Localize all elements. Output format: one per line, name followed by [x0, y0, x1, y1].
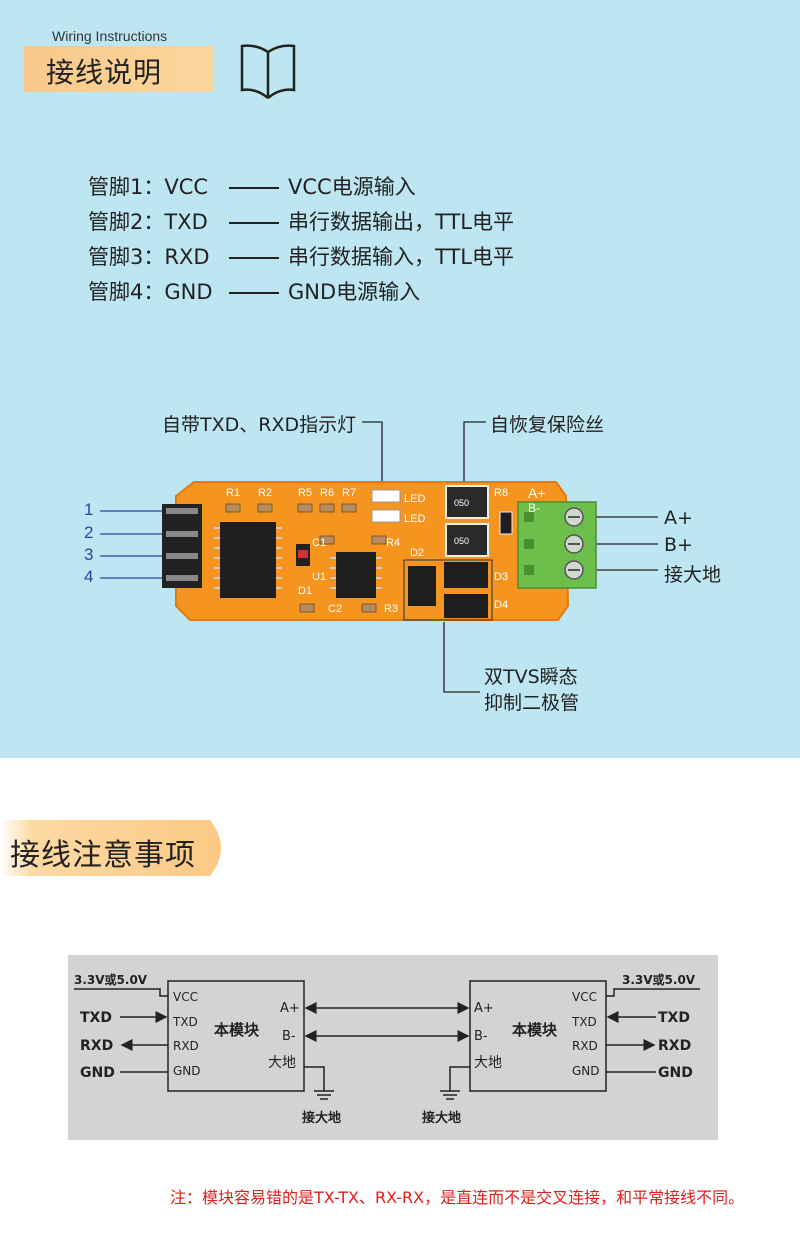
- right-box-a: A+: [474, 1001, 494, 1016]
- silk-d3: D3: [494, 571, 508, 583]
- pin-number-2: 2: [84, 523, 94, 542]
- pin-desc: 串行数据输出，TTL电平: [288, 210, 514, 234]
- left-box-gnd: GND: [173, 1064, 201, 1078]
- pin-desc: VCC电源输入: [288, 175, 416, 199]
- right-box-b: B-: [474, 1029, 488, 1044]
- board-drawing: R1 R2 R5 R6 R7 R8 C1 R4 U1 D1 C2 R3 D2 D…: [100, 421, 658, 693]
- callout-tvs-line1: 双TVS瞬态: [484, 666, 578, 688]
- silk-d1: D1: [298, 585, 312, 597]
- pin-number-1: 1: [84, 500, 94, 519]
- precautions-title-banner: 接线注意事项: [0, 820, 232, 876]
- terminal-b-label: B+: [664, 534, 693, 556]
- pin-dash: [229, 222, 279, 224]
- left-box-rxd: RXD: [173, 1039, 199, 1053]
- pin-number-4: 4: [84, 567, 94, 586]
- silk-r7: R7: [342, 487, 356, 499]
- pin-desc: 串行数据输入，TTL电平: [288, 245, 514, 269]
- supply-left: 3.3V或5.0V: [74, 972, 148, 987]
- silk-d4: D4: [494, 599, 508, 611]
- pin-label: 管脚4：GND: [88, 280, 213, 304]
- silk-r1: R1: [226, 487, 240, 499]
- left-rxd: RXD: [80, 1038, 113, 1054]
- silk-r6: R6: [320, 487, 334, 499]
- silk-led2: LED: [404, 513, 425, 525]
- callout-tvs-line2: 抑制二极管: [484, 692, 580, 714]
- silk-a-plus: A+: [528, 485, 546, 501]
- left-box-b: B-: [282, 1029, 296, 1044]
- left-box-earth: 大地: [268, 1055, 296, 1071]
- wiring-instructions-section: Wiring Instructions 接线说明 管脚1：VCC VCC电源输入…: [0, 0, 800, 758]
- silk-b: B-: [528, 501, 540, 515]
- silk-d2: D2: [410, 547, 424, 559]
- right-rxd: RXD: [658, 1038, 691, 1054]
- wiring-diagram: 3.3V或5.0V TXD RXD GND 3.3V或5.0V TXD RXD …: [68, 955, 718, 1140]
- warning-note: 注：模块容易错的是TX-TX、RX-RX，是直连而不是交叉连接，和平常接线不同。: [170, 1188, 745, 1207]
- silk-r4: R4: [386, 537, 400, 549]
- terminal-gnd-label: 接大地: [664, 564, 722, 586]
- pin-dash: [229, 187, 279, 189]
- pin-desc: GND电源输入: [288, 280, 421, 304]
- right-box-gnd: GND: [572, 1064, 600, 1078]
- left-module-label: 本模块: [214, 1021, 260, 1039]
- pin-label: 管脚3：RXD: [88, 245, 210, 269]
- banner-shape: [0, 820, 221, 876]
- pin-dash: [229, 292, 279, 294]
- callout-led-indicators: 自带TXD、RXD指示灯: [162, 414, 357, 436]
- silk-u1: U1: [312, 571, 326, 583]
- left-box-vcc: VCC: [173, 990, 198, 1004]
- section-title-banner: 接线说明: [24, 46, 214, 92]
- left-box-a: A+: [280, 1001, 300, 1016]
- right-module-label: 本模块: [512, 1021, 558, 1039]
- section-subtitle-en: Wiring Instructions: [52, 28, 168, 44]
- fuse-marking-2: 050: [454, 536, 469, 546]
- right-gnd: GND: [658, 1065, 693, 1081]
- pin-label: 管脚2：TXD: [88, 210, 208, 234]
- silk-led1: LED: [404, 493, 425, 505]
- supply-right: 3.3V或5.0V: [622, 972, 696, 987]
- silk-c1: C1: [312, 537, 326, 549]
- left-gnd: GND: [80, 1065, 115, 1081]
- right-box-vcc: VCC: [572, 990, 597, 1004]
- silk-r8: R8: [494, 487, 508, 499]
- right-box-rxd: RXD: [572, 1039, 598, 1053]
- board-illustration: 自带TXD、RXD指示灯 自恢复保险丝 双TVS瞬态 抑制二极管 1 2 3 4…: [0, 400, 800, 740]
- left-earth-label: 接大地: [302, 1110, 341, 1126]
- section-title: 接线说明: [46, 56, 163, 89]
- silk-r2: R2: [258, 487, 272, 499]
- pin-label: 管脚1：VCC: [88, 175, 209, 199]
- left-box-txd: TXD: [172, 1015, 198, 1029]
- right-box-txd: TXD: [571, 1015, 597, 1029]
- fuse-marking-1: 050: [454, 498, 469, 508]
- silk-r5: R5: [298, 487, 312, 499]
- precautions-title: 接线注意事项: [10, 838, 196, 873]
- left-txd: TXD: [80, 1010, 112, 1026]
- right-box-earth: 大地: [474, 1055, 502, 1071]
- book-icon: [240, 44, 296, 99]
- left-module-box: [167, 980, 305, 1092]
- wiring-diagram-svg: 3.3V或5.0V TXD RXD GND 3.3V或5.0V TXD RXD …: [74, 972, 700, 1126]
- silk-r3: R3: [384, 603, 398, 615]
- pin-number-3: 3: [84, 545, 94, 564]
- right-txd: TXD: [658, 1010, 690, 1026]
- right-earth-label: 接大地: [422, 1110, 461, 1126]
- pin-dash: [229, 257, 279, 259]
- right-module-box: [469, 980, 607, 1092]
- terminal-a-label: A+: [664, 507, 693, 529]
- silk-c2: C2: [328, 603, 342, 615]
- callout-resettable-fuse: 自恢复保险丝: [490, 414, 605, 436]
